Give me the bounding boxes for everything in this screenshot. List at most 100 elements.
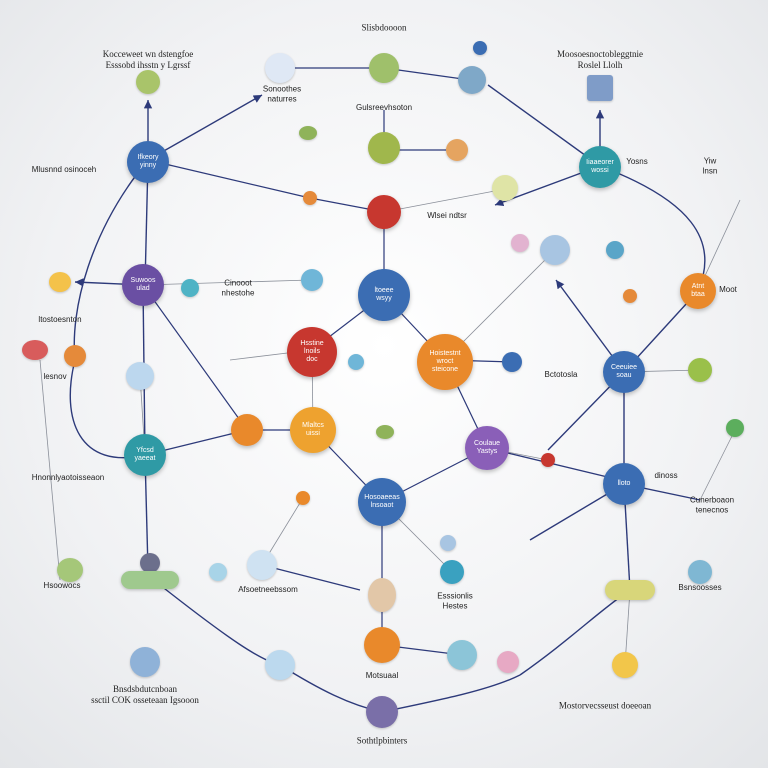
cloud-icon [511, 234, 529, 252]
gauge-icon [606, 241, 624, 259]
edge [372, 674, 521, 718]
diagram-label-top: Slisbdoooon [361, 22, 407, 33]
diagram-label-top-right-title: Moosoesnoctobleggtnie Roslel Llolh [557, 49, 643, 70]
hub-node-label: Coulaue Yastys [473, 439, 501, 455]
hub-node-label: Hoistestnt wroct steicone [429, 349, 461, 374]
gear-icon [364, 627, 400, 663]
edge [699, 429, 736, 501]
pill-node-right-bottom[interactable] [605, 580, 655, 600]
bulb-icon [376, 425, 394, 439]
water-drop-icon [348, 354, 364, 370]
fire-icon [64, 345, 86, 367]
hub-node-label: Hsstine lnoils doc [300, 339, 324, 364]
hub-node-right-blue[interactable]: Ceeuiee soau [603, 351, 645, 393]
pill-node-left-bottom[interactable] [121, 571, 179, 589]
diagram-label-upper-center: Gulsreevhsoton [355, 103, 413, 113]
water-drop-icon [301, 269, 323, 291]
diagram-label-top-left-title: Kocceweet wn dstengfoe Esssobd ihsstn y … [102, 49, 194, 70]
leaf-icon [688, 358, 712, 382]
hub-node-orange-mid[interactable]: Mlaltcs uissi [290, 407, 336, 453]
flower-icon [497, 651, 519, 673]
chart-icon [57, 558, 83, 582]
hub-node-right-low[interactable]: lloto [603, 463, 645, 505]
apple-icon [541, 453, 555, 467]
diagram-label-left-mid-note: ltostoesnton [38, 315, 82, 325]
hub-node-center[interactable]: ltoeee wsyy [358, 269, 410, 321]
heart-icon [726, 419, 744, 437]
diagram-label-left-tiny: Mlusnnd osinoceh [31, 165, 97, 175]
car-icon [688, 560, 712, 584]
globe-icon [473, 41, 487, 55]
edge [142, 279, 311, 286]
leaf-icon [303, 191, 317, 205]
lamp-icon [247, 550, 277, 580]
butterfly-icon [22, 340, 48, 360]
water-drop-icon [181, 279, 199, 297]
flask-icon [540, 235, 570, 265]
diagram-label-bottom-rr: Bsnsoosses [678, 583, 722, 593]
cloud-icon [209, 563, 227, 581]
hub-node-left-mid[interactable]: Suwoos ulad [122, 264, 164, 306]
edge [142, 284, 248, 431]
hub-node-right-teal[interactable]: Iiaaeorer wossi [579, 146, 621, 188]
cloud-icon [265, 53, 295, 83]
diagram-label-bottom-mid: Afsoetneebssom [238, 585, 298, 595]
edge [383, 189, 501, 213]
hub-node-label: Hosoaeeas lnsoaot [364, 493, 400, 509]
heart-icon [623, 289, 637, 303]
fish-icon [440, 560, 464, 584]
hub-node-label: ltoeee wsyy [374, 286, 394, 302]
diagram-label-bottom-center-2: Motsuaal [365, 671, 399, 681]
diagram-label-bottom-left: Bnsdsbdutcnboan ssctil COK osseteaan Igs… [91, 684, 199, 705]
diagram-label-right-low-tag: dinoss [654, 471, 678, 481]
hub-node-label: Suwoos ulad [130, 276, 156, 292]
cloud-icon [265, 650, 295, 680]
diagram-label-bottom-right: Mostorvecsseust doeeoan [558, 700, 652, 711]
hub-node-red-small[interactable] [367, 195, 401, 229]
edge [147, 94, 263, 161]
hub-node-orange-small[interactable] [231, 414, 263, 446]
edge [599, 165, 706, 292]
phone-icon [299, 126, 317, 140]
cup-icon [612, 652, 638, 678]
globe-icon [458, 66, 486, 94]
hub-node-label: Atnt btaa [691, 282, 705, 298]
hub-node-label: Iiaaeorer wossi [586, 158, 614, 174]
planet-icon [126, 362, 154, 390]
hub-node-top-left[interactable]: Ifkeory yinny [127, 141, 169, 183]
hub-node-blue-low[interactable]: Hosoaeeas lnsoaot [358, 478, 406, 526]
edge [69, 359, 146, 459]
hub-node-label: Ifkeory yinny [137, 153, 159, 169]
hub-node-label: Yfcsd yaeeat [134, 446, 156, 462]
light-bulb-icon [492, 175, 518, 201]
hub-node-label: Ceeuiee soau [610, 363, 638, 379]
edge [73, 159, 149, 361]
vase-icon [368, 578, 396, 612]
diagram-label-upper-mid: Sonoothes naturres [262, 84, 302, 103]
hub-node-label: lloto [617, 479, 631, 487]
hub-node-label: Mlaltcs uissi [302, 421, 324, 437]
diagram-label-right-tiny-2: Yiw lnsn [702, 156, 718, 175]
leaf-icon [136, 70, 160, 94]
edge [487, 84, 601, 167]
edge [39, 359, 61, 581]
basket-icon [446, 139, 468, 161]
car-icon [447, 640, 477, 670]
hub-node-center-red[interactable]: Hsstine lnoils doc [287, 327, 337, 377]
diagram-label-left-mini: lesnov [43, 372, 67, 382]
image-icon [369, 53, 399, 83]
hub-node-right-orange[interactable]: Atnt btaa [680, 273, 716, 309]
edge [261, 564, 361, 591]
hub-node-purple-mid[interactable]: Coulaue Yastys [465, 426, 509, 470]
diagram-label-right-tiny: Yosns [626, 157, 648, 167]
shirt-icon [440, 535, 456, 551]
diagram-label-right-low-tag-2: Cunerboaon tenecnos [689, 495, 735, 514]
bag-icon [366, 696, 398, 728]
hub-node-left-low[interactable]: Yfcsd yaeeat [124, 434, 166, 476]
diagram-label-bottom-center: Esssionlis Hestes [437, 591, 473, 610]
drum-icon [140, 553, 160, 573]
hub-node-orange-big[interactable]: Hoistestnt wroct steicone [417, 334, 473, 390]
image-icon [587, 75, 613, 101]
